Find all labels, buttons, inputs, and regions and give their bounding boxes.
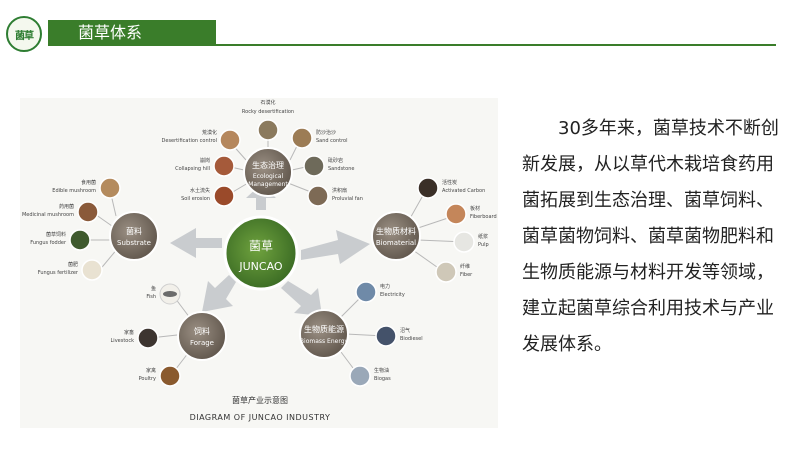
sat-carbon-en: Activated Carbon [442, 188, 485, 194]
arrow-to-substrate [170, 228, 222, 258]
sat-fodder-cn: 菌草饲料 [46, 231, 66, 238]
sat-sand-cn: 防沙治沙 [316, 129, 336, 136]
body-paragraph: 30多年来，菌草技术不断创新发展，从以草代木栽培食药用菌拓展到生态治理、菌草饲料… [522, 118, 779, 355]
sat-erosion-cn: 水土流失 [190, 187, 210, 194]
sat-fiberboard: 板材 Fiberboard [445, 203, 497, 225]
sat-medicinal: 药用菌 Medicinal mushroom [22, 201, 99, 223]
sat-pulp-en: Pulp [478, 242, 489, 248]
sat-edible-en: Edible mushroom [52, 188, 96, 194]
sat-sand-en: Sand control [316, 138, 348, 144]
sat-sandstone-cn: 砒砂岩 [328, 157, 343, 164]
sat-edible-cn: 食用菌 [81, 179, 96, 186]
hub-bioenergy-cn: 生物质能源 [304, 324, 344, 334]
sat-pulp-cn: 纸浆 [478, 233, 488, 240]
hub-bioenergy: 生物质能源 Biomass Energy [299, 309, 349, 359]
diagram-panel: 菌草 JUNCAO 生态治理 Ecological Management 菌料 … [20, 98, 498, 428]
sat-erosion-en: Soil erosion [181, 196, 210, 202]
sat-sand: 防沙治沙 Sand control [291, 127, 348, 149]
sat-fish-cn: 鱼 [151, 285, 156, 292]
hub-biomaterial: 生物质材料 Biomaterial [371, 211, 421, 261]
sat-biogas: 生物油 Biogas [349, 365, 391, 387]
sat-biodiesel-cn: 沼气 [400, 327, 410, 334]
arrow-to-biomaterial [301, 230, 370, 264]
sat-fertilizer-cn: 菌肥 [68, 261, 78, 268]
hub-eco-en2: Management [248, 181, 288, 188]
sat-medicinal-en: Medicinal mushroom [22, 212, 74, 218]
hub-substrate: 菌料 Substrate [109, 211, 159, 261]
sat-proluvial-cn: 洪积扇 [332, 187, 347, 194]
sat-biodiesel-en: Biodiesel [400, 336, 423, 342]
hub-eco-cn: 生态治理 [252, 160, 284, 170]
sat-fiber: 纤维 Fiber [435, 261, 473, 283]
sat-sandstone: 砒砂岩 Sandstone [303, 155, 354, 177]
sat-collapse: 崩岗 Collapsing hill [175, 155, 235, 177]
fish-icon [163, 291, 177, 297]
sat-fodder-en: Fungus fodder [30, 240, 67, 246]
center-label-en: JUNCAO [238, 260, 283, 273]
sat-fiber-cn: 纤维 [460, 263, 470, 270]
logo: 菌草 [6, 16, 42, 52]
sat-fiber-en: Fiber [460, 272, 473, 278]
diagram-caption-en: DIAGRAM OF JUNCAO INDUSTRY [190, 413, 331, 422]
sat-proluvial: 洪积扇 Proluvial fan [307, 185, 363, 207]
sat-livestock-en: Livestock [111, 338, 135, 344]
sat-fodder: 菌草饲料 Fungus fodder [30, 229, 91, 251]
center-hub-juncao [223, 215, 299, 291]
arrow-to-bioenergy [281, 281, 322, 316]
sat-desert-en: Desertification control [162, 138, 217, 144]
sat-sandstone-en: Sandstone [328, 166, 354, 172]
sat-fiberboard-cn: 板材 [470, 205, 480, 212]
sat-collapse-cn: 崩岗 [200, 157, 210, 164]
page-title: 菌草体系 [48, 20, 216, 46]
sat-carbon: 活性炭 Activated Carbon [417, 177, 485, 199]
hub-substrate-en: Substrate [117, 239, 151, 247]
title-underline [216, 44, 776, 46]
sat-fish-en: Fish [146, 294, 156, 300]
sat-livestock: 家畜 Livestock [111, 327, 159, 349]
sat-collapse-en: Collapsing hill [175, 166, 210, 172]
diagram-caption-cn: 菌草产业示意图 [232, 395, 288, 405]
sat-electricity-cn: 电力 [380, 283, 390, 290]
sat-fertilizer-en: Fungus fertilizer [38, 270, 79, 276]
sat-medicinal-cn: 药用菌 [59, 203, 74, 210]
sat-erosion: 水土流失 Soil erosion [181, 185, 235, 207]
sat-desert-cn: 荒漠化 [202, 129, 217, 136]
hub-eco-en1: Ecological [253, 173, 284, 180]
hub-biomaterial-en: Biomaterial [376, 239, 416, 247]
sat-electricity: 电力 Electricity [355, 281, 405, 303]
logo-text: 菌草 [15, 31, 34, 42]
hub-forage-en: Forage [190, 339, 214, 347]
sat-electricity-en: Electricity [380, 292, 405, 298]
sat-proluvial-en: Proluvial fan [332, 196, 363, 202]
sat-rocky-en: Rocky desertification [242, 109, 294, 115]
sat-poultry-cn: 家禽 [146, 367, 156, 374]
center-label-cn: 菌草 [249, 239, 273, 253]
sat-biogas-cn: 生物油 [374, 367, 389, 374]
sat-biogas-en: Biogas [374, 376, 391, 382]
sat-rocky-cn: 石漠化 [260, 99, 275, 106]
sat-fertilizer: 菌肥 Fungus fertilizer [38, 259, 103, 281]
hub-forage-cn: 饲料 [194, 326, 210, 336]
sat-rocky: 石漠化 Rocky desertification [242, 99, 294, 141]
main-arrows [170, 184, 370, 316]
sat-carbon-cn: 活性炭 [442, 179, 457, 186]
sat-fiberboard-en: Fiberboard [470, 214, 497, 220]
sat-poultry-en: Poultry [139, 376, 156, 382]
juncao-industry-diagram: 菌草 JUNCAO 生态治理 Ecological Management 菌料 … [22, 99, 497, 422]
sat-edible: 食用菌 Edible mushroom [52, 177, 121, 199]
sat-biodiesel: 沼气 Biodiesel [375, 325, 423, 347]
hub-biomaterial-cn: 生物质材料 [376, 226, 416, 236]
hub-forage: 饲料 Forage [177, 311, 227, 361]
sat-fish: 鱼 Fish [146, 283, 181, 305]
hub-bioenergy-en: Biomass Energy [300, 338, 349, 345]
arrow-to-forage [202, 275, 236, 312]
hub-eco: 生态治理 Ecological Management [243, 147, 293, 197]
sat-poultry: 家禽 Poultry [139, 365, 181, 387]
sat-desert: 荒漠化 Desertification control [162, 129, 241, 151]
arrow-to-eco [246, 184, 276, 210]
sat-pulp: 纸浆 Pulp [453, 231, 489, 253]
sat-livestock-cn: 家畜 [124, 329, 134, 336]
hub-substrate-cn: 菌料 [126, 226, 142, 236]
